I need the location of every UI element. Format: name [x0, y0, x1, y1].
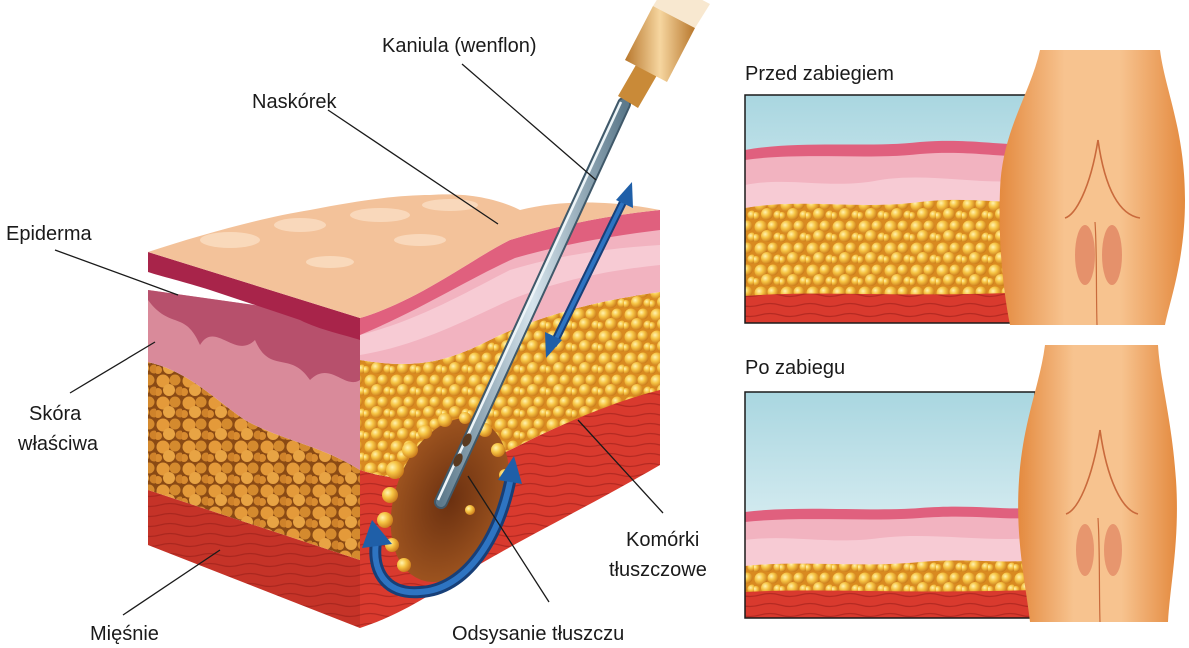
label-skora-1: Skóra	[29, 403, 82, 425]
left-face	[148, 252, 360, 628]
label-cannula: Kaniula (wenflon)	[382, 35, 537, 57]
label-komorki-1: Komórki	[626, 529, 699, 551]
label-odsysanie: Odsysanie tłuszczu	[452, 623, 624, 645]
label-komorki-2: tłuszczowe	[609, 559, 707, 581]
label-miesnie: Mięśnie	[90, 623, 159, 645]
after-panel: Po zabiegu	[745, 345, 1177, 622]
label-skora-2: właściwa	[17, 433, 99, 455]
skin-cross-section	[148, 194, 660, 628]
after-title: Po zabiegu	[745, 357, 845, 379]
label-naskorek: Naskórek	[252, 91, 337, 113]
cannula-handle	[618, 0, 710, 108]
label-epiderma: Epiderma	[6, 223, 92, 245]
before-panel: Przed zabiegiem	[745, 50, 1185, 325]
before-title: Przed zabiegiem	[745, 63, 894, 85]
before-body	[1000, 50, 1185, 325]
after-body	[1018, 345, 1177, 622]
